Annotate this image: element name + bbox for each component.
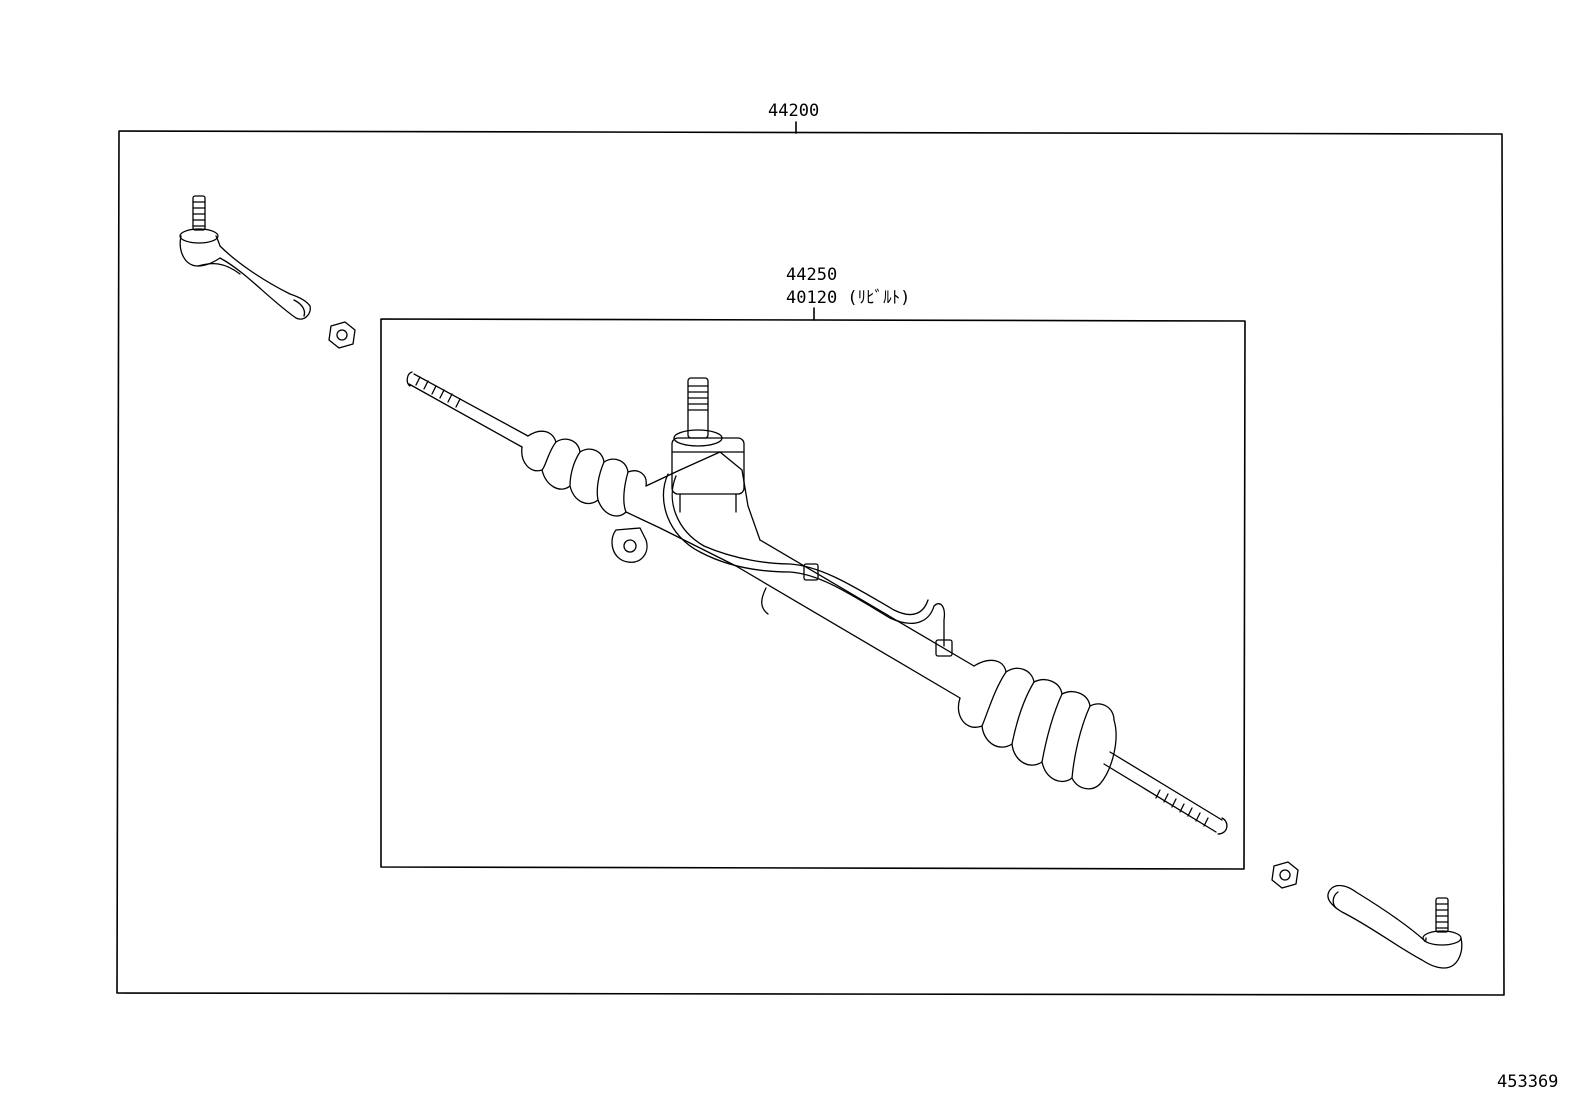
- gear-frame: [380, 307, 1246, 870]
- right-tie-rod-end: [1327, 884, 1463, 969]
- figure-id: 453369: [1497, 1072, 1559, 1092]
- left-tie-rod-end: [179, 195, 311, 320]
- assembly-frame: [116, 121, 1505, 996]
- steering-rack: [406, 371, 1228, 835]
- assembly-part-number: 44200: [768, 101, 820, 121]
- gear-part-number: 44250: [786, 265, 838, 285]
- gear-rebuilt-number: 40120 (ﾘﾋﾞﾙﾄ): [786, 288, 911, 308]
- left-nut: [328, 321, 356, 349]
- right-nut: [1271, 861, 1299, 889]
